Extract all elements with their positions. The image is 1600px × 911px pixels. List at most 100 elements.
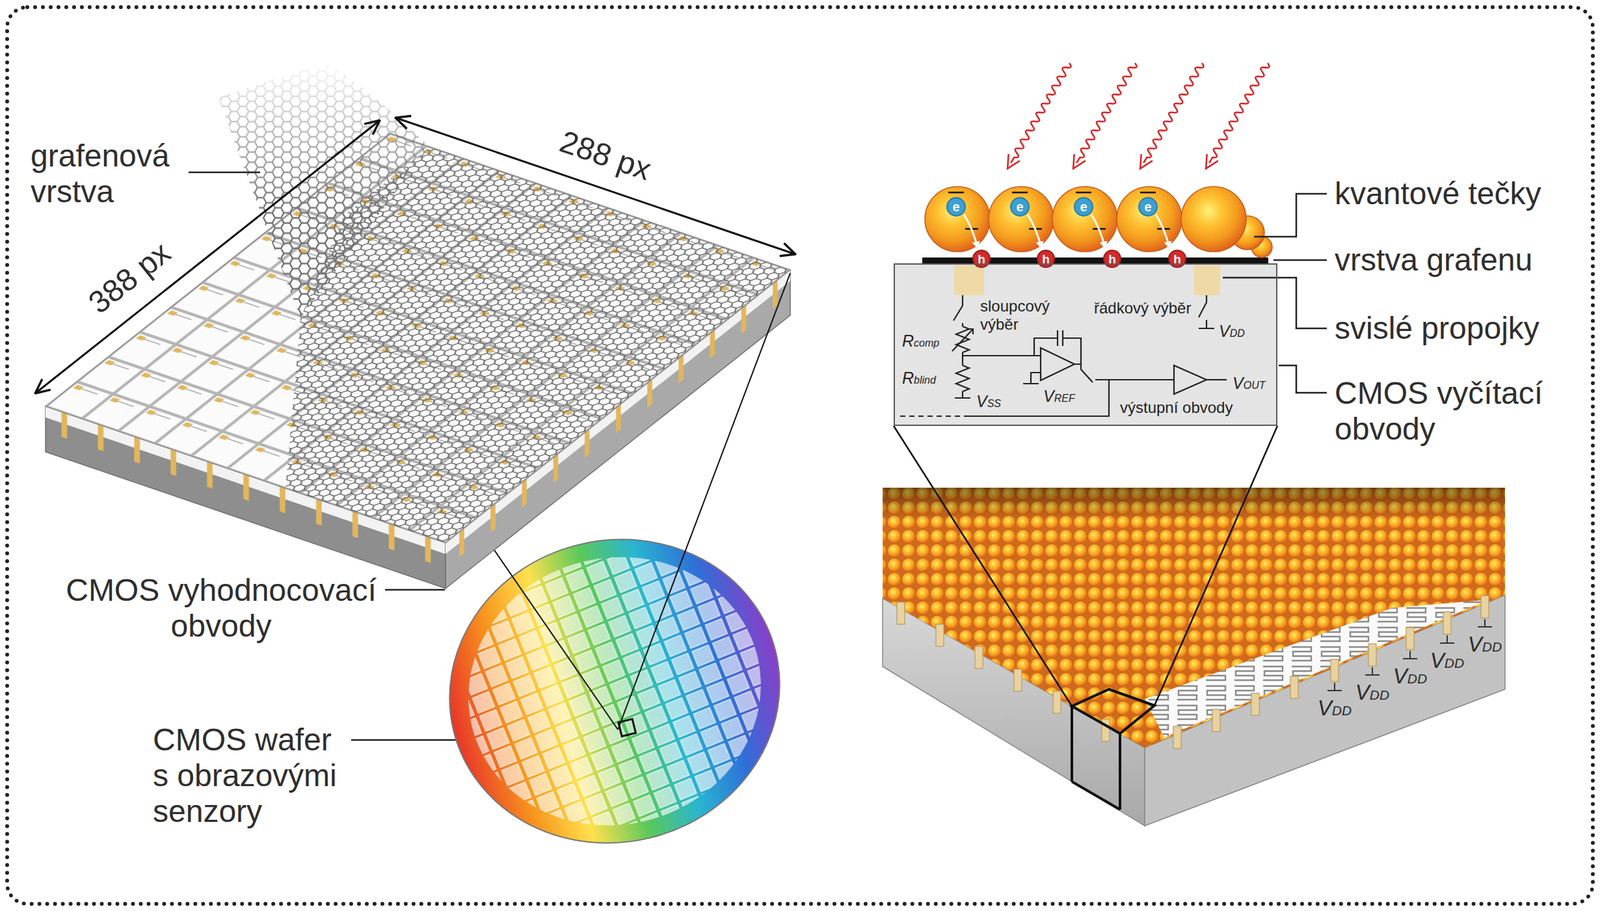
illustration-part	[1222, 277, 1327, 329]
illustration-part	[1052, 186, 1118, 252]
electron-circle: e	[946, 197, 966, 217]
illustration-part	[617, 273, 791, 730]
callout-label: grafenová vrstva	[30, 137, 207, 210]
illustration-part	[1074, 364, 1093, 383]
illustration-part	[416, 504, 814, 881]
supply-label: VDD	[1467, 632, 1502, 657]
illustration-part	[1327, 682, 1342, 691]
illustration-part	[1443, 612, 1452, 635]
illustration-part	[1002, 59, 1076, 172]
illustration-part	[1155, 214, 1170, 248]
illustration-part	[1273, 259, 1327, 262]
readout-circuit-box: sloupcový výběr řádkový výběrVDD RcompRbli…	[893, 263, 1278, 427]
illustration-part	[1251, 693, 1260, 716]
illustration-part	[963, 214, 978, 248]
callout-label: svislé propojky	[1334, 310, 1540, 347]
graphene-sheet	[218, 62, 430, 318]
illustration-part	[1023, 372, 1041, 384]
illustration-part	[351, 739, 457, 742]
illustration-part	[395, 117, 796, 255]
callout-label: CMOS wafer s obrazovými senzory	[152, 721, 348, 830]
callout-label: CMOS vyhodnocovací obvody	[58, 572, 384, 644]
illustration-part	[961, 295, 964, 306]
callout-label: vrstva grafenu	[1334, 241, 1533, 278]
illustration-part	[1027, 214, 1042, 248]
illustration-part	[1200, 59, 1274, 172]
supply-label: VDD	[1355, 680, 1390, 706]
leader-lines	[1222, 193, 1327, 393]
ground-symbols	[1327, 619, 1493, 691]
illustration-part	[1067, 59, 1141, 172]
illustration-part	[954, 265, 985, 296]
circuit-label: sloupcový výběr	[980, 297, 1072, 334]
zoom-lines	[893, 426, 1278, 707]
illustration-part	[935, 624, 944, 647]
resistor-symbol	[956, 365, 970, 392]
supply-label: VDD	[1430, 648, 1465, 674]
quantum-dots	[924, 186, 1273, 258]
charge-symbol: e	[1079, 200, 1087, 214]
signal-name: VREF	[1043, 386, 1076, 406]
pixel-grid	[45, 133, 791, 544]
illustration-part	[1402, 651, 1418, 659]
opamp-symbol	[1040, 347, 1075, 381]
callout-label: CMOS vyčítací obvody	[1334, 375, 1582, 447]
circuit-box-fill	[893, 263, 1278, 427]
illustration-part	[494, 550, 618, 730]
supply-label: VDD	[1393, 664, 1427, 689]
wafer	[416, 504, 814, 881]
hole-circle: h	[1036, 249, 1055, 268]
illustration-part	[1278, 365, 1327, 393]
illustration-part	[988, 186, 1054, 252]
circuit-wires	[898, 295, 1227, 417]
illustration-part	[1095, 379, 1174, 381]
energy-levels	[948, 192, 1171, 229]
illustration-part	[953, 305, 963, 321]
sensor-slab-detail	[882, 487, 1506, 827]
light-waves	[1002, 59, 1274, 172]
signal-name: VSS	[976, 392, 1001, 412]
illustration-part	[1134, 59, 1208, 172]
electron-circle: e	[1138, 197, 1158, 217]
illustration-part	[1091, 214, 1106, 248]
illustration-part	[1173, 726, 1182, 749]
hole-circle: h	[1103, 249, 1122, 268]
callout-label: kvantové tečky	[1334, 175, 1541, 212]
signal-name: Rcomp	[902, 331, 940, 351]
illustration-part	[1365, 667, 1380, 676]
signal-name: VDD	[1218, 321, 1245, 341]
charge-symbol: e	[1144, 200, 1152, 214]
selection-outline	[1071, 689, 1155, 810]
illustration-part	[1154, 426, 1278, 706]
circuit-label: výstupní obvody	[1120, 398, 1233, 417]
illustration-part	[1253, 193, 1327, 237]
charge-symbol: e	[1015, 200, 1024, 214]
supply-label: VDD	[1317, 695, 1352, 721]
dimension-label: 388 px	[81, 234, 177, 322]
illustration-part	[1477, 619, 1493, 627]
illustration-part	[1480, 595, 1489, 618]
illustration-part	[45, 133, 791, 544]
vertical-interconnects	[954, 265, 1221, 296]
electron-circle: e	[1073, 197, 1094, 217]
charge-symbol: e	[952, 200, 960, 214]
leader-lines	[188, 172, 457, 741]
signal-name: Rblind	[902, 368, 936, 388]
illustration-part	[1198, 295, 1215, 329]
dimension-label: 288 px	[555, 123, 656, 188]
illustration-part	[1181, 186, 1247, 252]
illustration-part	[1053, 691, 1061, 714]
buffer-symbol	[1173, 365, 1207, 395]
hole-circle: h	[1168, 249, 1187, 268]
illustration-part	[961, 352, 964, 366]
illustration-part	[898, 415, 970, 417]
hole-circle: h	[972, 249, 991, 268]
illustration-part	[1194, 265, 1221, 296]
circuit-label: řádkový výběr	[1093, 299, 1191, 318]
illustration-part	[1212, 709, 1221, 732]
illustration-part	[1116, 186, 1182, 252]
illustration-part	[969, 379, 1109, 417]
illustration-part	[1330, 659, 1339, 682]
signal-name: VOUT	[1232, 373, 1266, 393]
